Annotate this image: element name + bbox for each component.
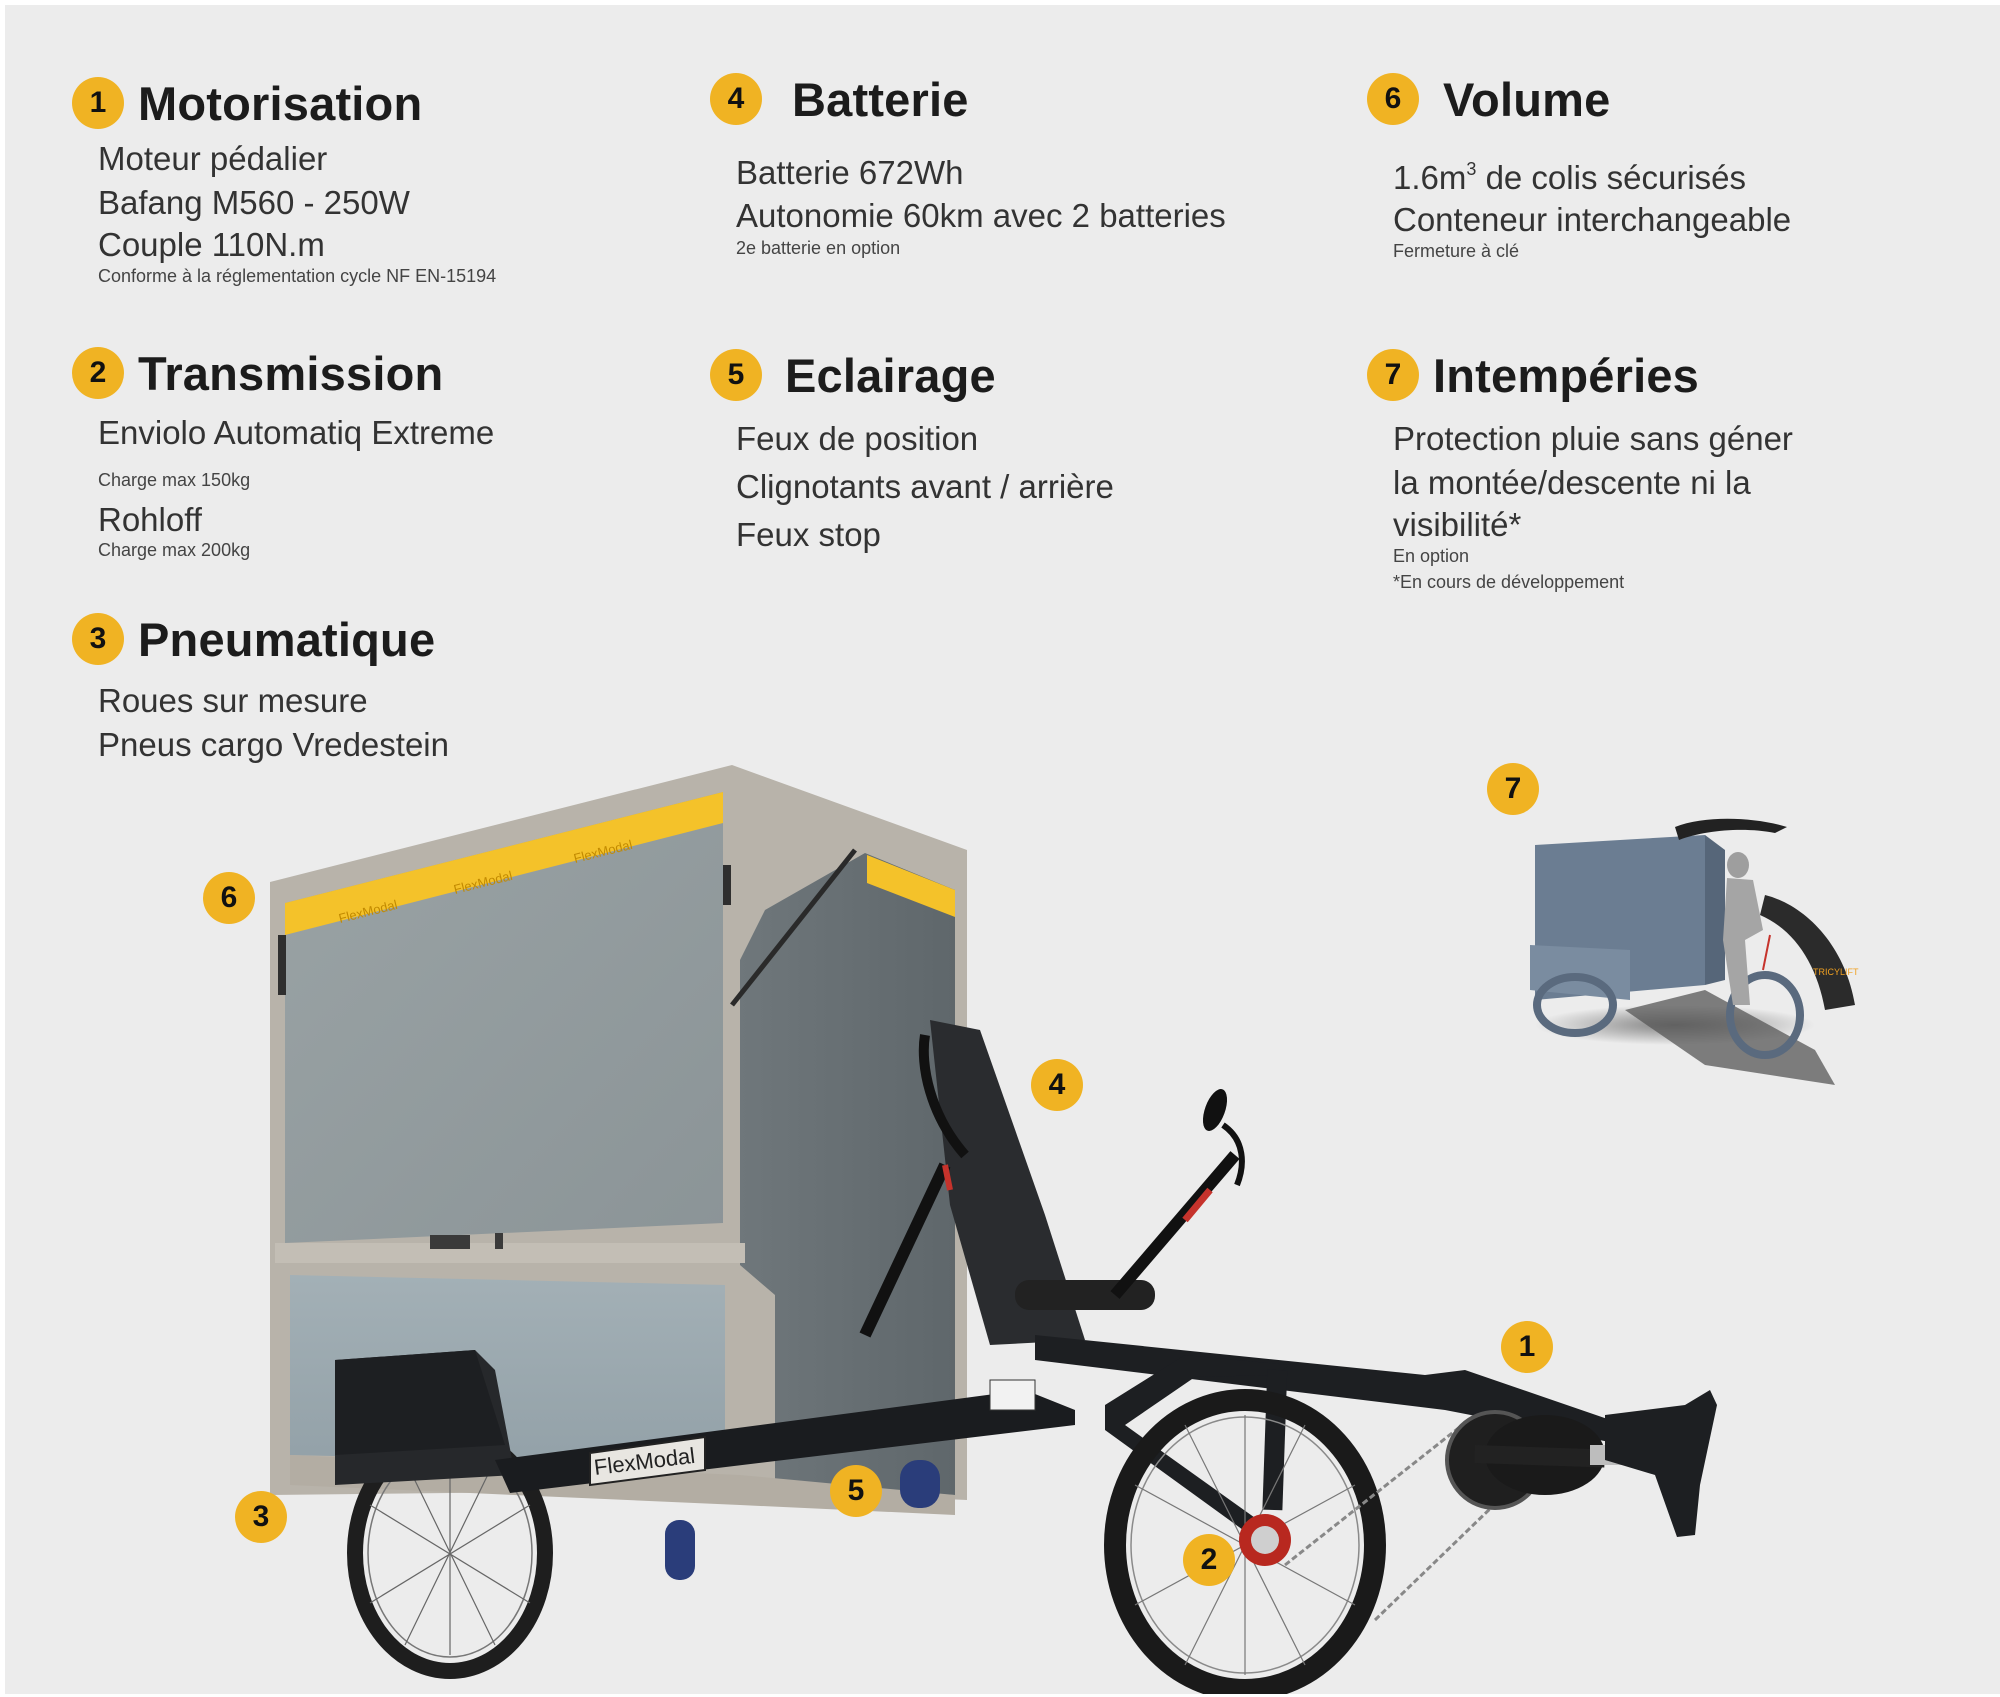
spec-title: Motorisation <box>138 77 423 130</box>
spec-line: Enviolo Automatiq Extreme <box>98 414 495 451</box>
pin-eclairage[interactable]: 5 <box>830 1465 882 1517</box>
volume-value: 1.6m <box>1393 159 1467 196</box>
spec-details: Feux de position Clignotants avant / arr… <box>736 415 1114 559</box>
spec-title: Pneumatique <box>138 613 436 666</box>
spec-line: la montée/descente ni la <box>1393 464 1751 501</box>
spec-line: Roues sur mesure <box>98 682 368 719</box>
spec-title: Volume <box>1443 73 1611 126</box>
spec-details: 1.6m3 de colis sécurisés Conteneur inter… <box>1393 147 1791 262</box>
pin-intemperies[interactable]: 7 <box>1487 763 1539 815</box>
box-band-label: FlexModal <box>337 897 399 926</box>
spec-line: Autonomie 60km avec 2 batteries <box>736 197 1226 234</box>
spec-title: Intempéries <box>1433 349 1700 402</box>
spec-note: Conforme à la réglementation cycle NF EN… <box>98 266 497 286</box>
spec-line: visibilité* <box>1393 506 1522 543</box>
brand-plate: FlexModal <box>593 1443 697 1480</box>
pin-batterie[interactable]: 4 <box>1031 1059 1083 1111</box>
pin-pneumatique[interactable]: 3 <box>235 1491 287 1543</box>
spec-line: Bafang M560 - 250W <box>98 184 410 221</box>
spec-line: Rohloff <box>98 501 202 538</box>
number-badge: 5 <box>710 349 762 401</box>
spec-note: 2e batterie en option <box>736 238 901 258</box>
spec-line: Moteur pédalier <box>98 140 328 177</box>
spec-line: Conteneur interchangeable <box>1393 201 1792 238</box>
spec-note: Charge max 200kg <box>98 540 251 560</box>
spec-note: En option <box>1393 546 1470 566</box>
spec-line: Feux stop <box>736 516 881 553</box>
spec-title: Batterie <box>792 73 969 126</box>
spec-note: Charge max 150kg <box>98 470 251 490</box>
chassis-beam: FlexModal <box>495 1379 1075 1493</box>
volume-suffix: de colis sécurisés <box>1485 159 1747 196</box>
rain-canopy-render: TRICYLIFT <box>1530 818 1859 1085</box>
cargo-container: FlexModal FlexModal FlexModal <box>270 765 967 1515</box>
spec-line: Feux de position <box>736 420 979 457</box>
pin-volume[interactable]: 6 <box>203 872 255 924</box>
spec-line: Clignotants avant / arrière <box>736 468 1114 505</box>
number-badge: 3 <box>72 613 124 665</box>
spec-line: Pneus cargo Vredestein <box>98 726 449 763</box>
cube-superscript: 3 <box>1466 159 1477 179</box>
spec-details: Protection pluie sans géner la montée/de… <box>1393 417 1793 593</box>
pin-motorisation[interactable]: 1 <box>1501 1321 1553 1373</box>
spec-title: Eclairage <box>785 349 996 402</box>
box-band-label: FlexModal <box>452 868 514 897</box>
trike-front <box>859 1020 1717 1694</box>
number-badge: 2 <box>72 347 124 399</box>
spec-line: 1.6m3 de colis sécurisés <box>1393 147 1791 200</box>
spec-line: Couple 110N.m <box>98 226 325 263</box>
number-badge: 1 <box>72 77 124 129</box>
spec-details: Enviolo Automatiq Extreme Charge max 150… <box>98 411 494 561</box>
spec-details: Moteur pédalier Bafang M560 - 250W Coupl… <box>98 137 496 287</box>
number-badge: 6 <box>1367 73 1419 125</box>
spec-details: Batterie 672Wh Autonomie 60km avec 2 bat… <box>736 151 1226 259</box>
spec-note: *En cours de développement <box>1393 572 1625 592</box>
number-badge: 7 <box>1367 349 1419 401</box>
spec-note: Fermeture à clé <box>1393 241 1520 261</box>
inset-brand: TRICYLIFT <box>1813 967 1859 977</box>
spec-line: Protection pluie sans géner <box>1393 420 1793 457</box>
spec-line: Batterie 672Wh <box>736 154 964 191</box>
pin-transmission[interactable]: 2 <box>1183 1534 1235 1586</box>
box-band-label: FlexModal <box>572 837 634 866</box>
number-badge: 4 <box>710 73 762 125</box>
spec-sheet: 1 Motorisation Moteur pédalier Bafang M5… <box>5 5 2000 1694</box>
spec-details: Roues sur mesure Pneus cargo Vredestein <box>98 679 449 767</box>
spec-title: Transmission <box>138 347 444 400</box>
